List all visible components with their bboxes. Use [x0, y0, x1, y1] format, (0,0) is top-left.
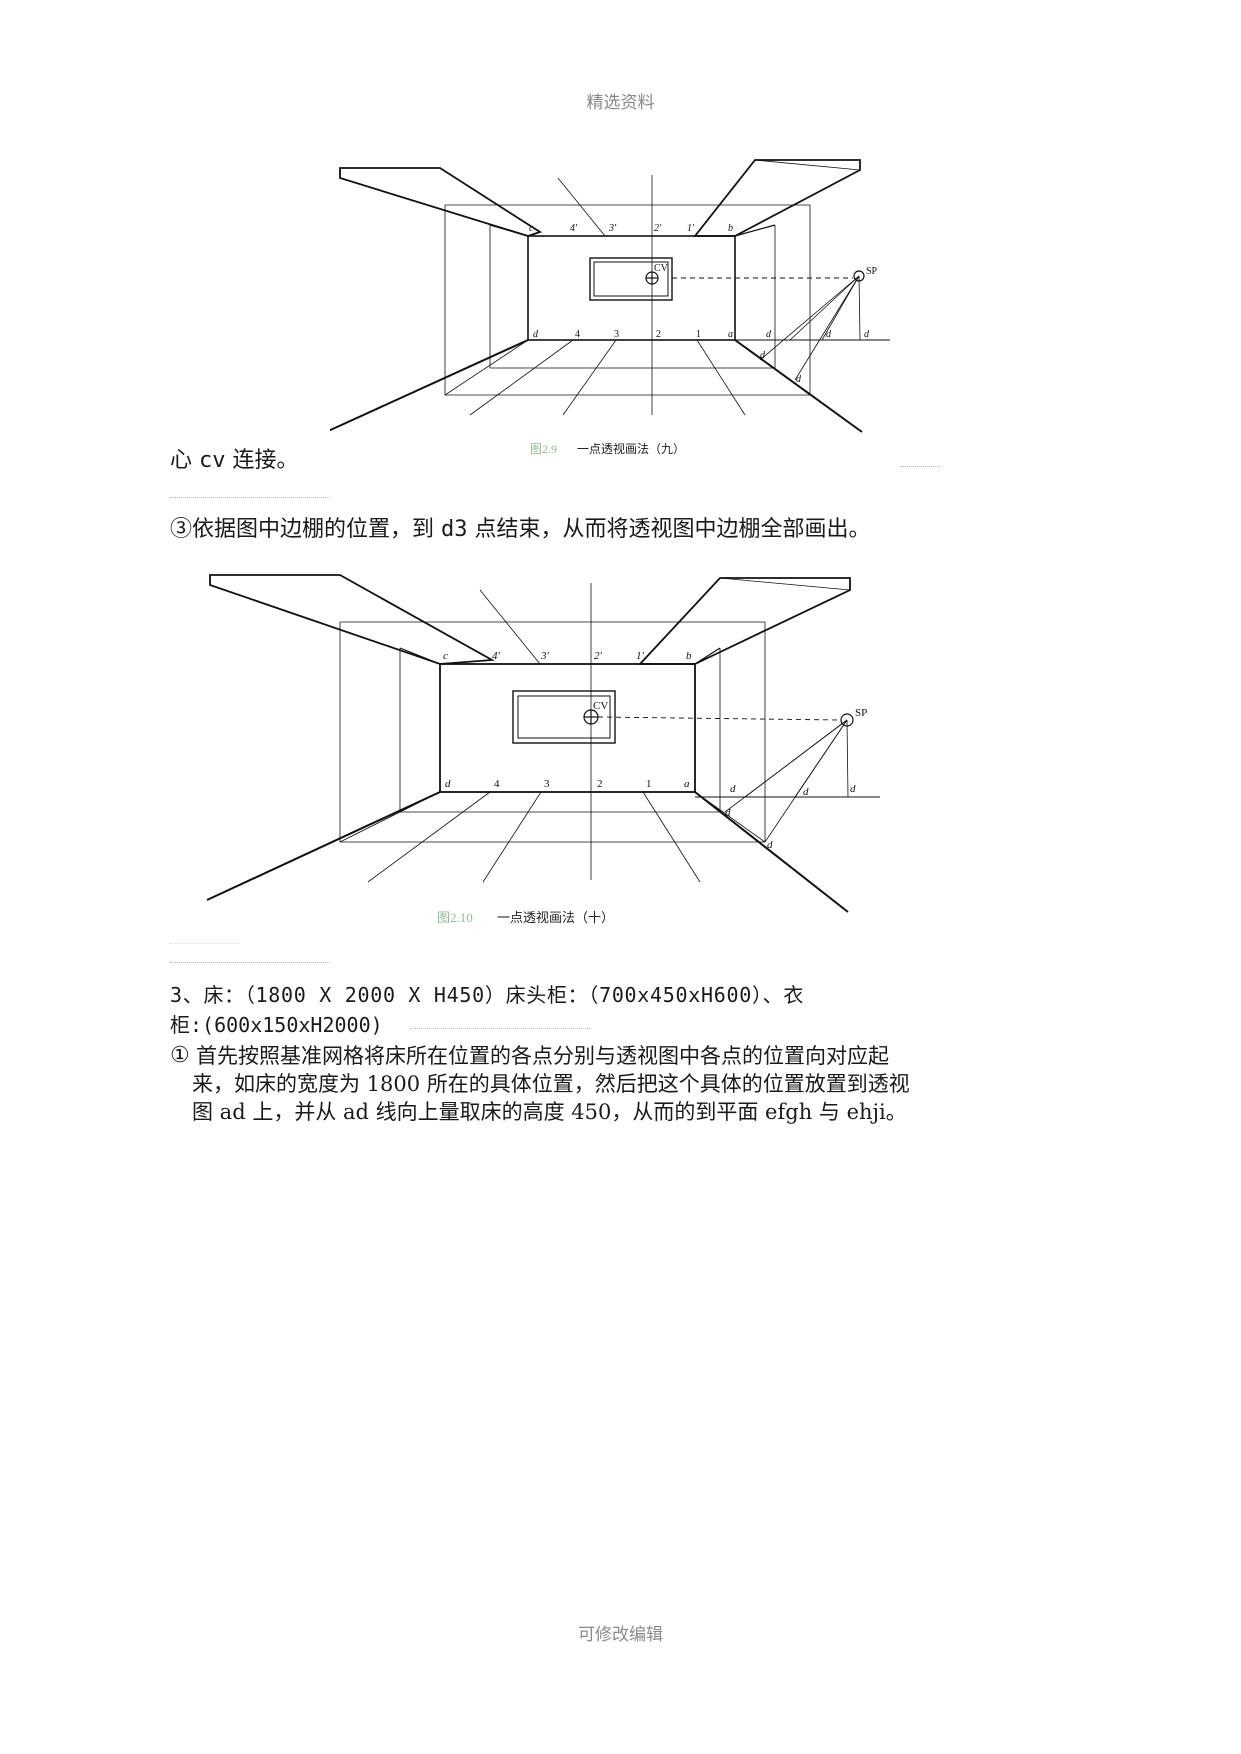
- label-1prime: 1′: [636, 650, 645, 662]
- figure-2-10-number: 图2.10: [437, 910, 473, 925]
- label-3prime: 3′: [608, 223, 617, 234]
- label-d1-prime: d: [725, 807, 731, 819]
- label-d2: d: [826, 329, 832, 340]
- label-1prime: 1′: [687, 223, 695, 234]
- label-3: 3: [614, 329, 619, 340]
- label-d: d: [445, 778, 451, 790]
- label-d3: d: [850, 783, 856, 795]
- figure-2-10-caption: 一点透视画法（十）: [497, 911, 614, 926]
- label-4prime: 4′: [570, 223, 578, 234]
- figure-2-9: c 4′ 3′ 2′ 1′ b d 4 3 2 1 a CV SP d d d …: [330, 159, 890, 456]
- label-d1-prime: d: [760, 350, 766, 361]
- label-d1: d: [730, 783, 736, 795]
- section-3-heading-cont: 柜:(600x150xH2000): [170, 1013, 383, 1037]
- label-a: a: [684, 778, 690, 790]
- label-a: a: [728, 329, 733, 340]
- label-b: b: [686, 650, 692, 662]
- page-header: 精选资料: [586, 93, 655, 113]
- figure-2-10: c 4′ 3′ 2′ 1′ b d 4 3 2 1 a CV SP d d d …: [206, 574, 880, 926]
- label-d2-prime: d: [767, 839, 773, 851]
- label-2: 2: [597, 778, 603, 790]
- text-fragment-d3: d3: [441, 517, 468, 542]
- label-d1: d: [766, 329, 772, 340]
- label-1: 1: [696, 329, 701, 340]
- label-3prime: 3′: [540, 650, 550, 662]
- label-b: b: [728, 223, 733, 234]
- dotted-rule: [900, 466, 940, 467]
- label-d2-prime: d: [796, 374, 802, 385]
- label-2prime: 2′: [594, 650, 603, 662]
- step-1-line-3: 图 ad 上，并从 ad 线向上量取床的高度 450，从而的到平面 efgh 与…: [192, 1100, 907, 1124]
- step-3-paragraph: ③依据图中边棚的位置，到 d3 点结束，从而将透视图中边棚全部画出。: [170, 515, 871, 545]
- dotted-rule: [170, 962, 330, 963]
- label-4: 4: [575, 329, 580, 340]
- label-sp: SP: [866, 266, 878, 277]
- text-fragment-cv: cv: [199, 448, 226, 473]
- step-1-line-1: 首先按照基准网格将床所在位置的各点分别与透视图中各点的位置向对应起: [196, 1044, 889, 1068]
- label-4: 4: [494, 778, 500, 790]
- step-1-line-2: 来，如床的宽度为 1800 所在的具体位置，然后把这个具体的位置放置到透视: [192, 1072, 910, 1096]
- step-3-marker: ③: [170, 517, 193, 542]
- label-d: d: [533, 329, 539, 340]
- label-4prime: 4′: [492, 650, 501, 662]
- dotted-rule: [170, 943, 240, 944]
- label-3: 3: [544, 778, 550, 790]
- label-c: c: [529, 223, 534, 234]
- text-fragment: 依据图中边棚的位置，到: [192, 517, 435, 542]
- figure-2-9-caption: 一点透视画法（九）: [577, 441, 685, 456]
- label-cv: CV: [654, 263, 669, 274]
- dotted-rule: [410, 1028, 590, 1029]
- label-1: 1: [646, 778, 652, 790]
- text-fragment: 心: [170, 448, 193, 473]
- label-2: 2: [656, 329, 661, 340]
- label-c: c: [443, 650, 448, 662]
- label-2prime: 2′: [654, 223, 662, 234]
- text-fragment: 点结束，从而将透视图中边棚全部画出。: [474, 517, 871, 542]
- page-footer: 可修改编辑: [578, 1625, 663, 1645]
- label-sp: SP: [855, 707, 867, 719]
- label-d3: d: [864, 329, 870, 340]
- continuation-line: 心 cv 连接。: [170, 446, 299, 476]
- step-1-marker: ①: [170, 1043, 190, 1068]
- section-3-heading: 3、床：（1800 X 2000 X H450）床头柜：（700x450xH60…: [170, 983, 805, 1007]
- figure-2-9-number: 图2.9: [530, 442, 557, 456]
- label-cv: CV: [593, 700, 608, 712]
- label-d2: d: [803, 786, 809, 798]
- dotted-rule: [170, 497, 330, 498]
- text-fragment: 连接。: [232, 448, 299, 473]
